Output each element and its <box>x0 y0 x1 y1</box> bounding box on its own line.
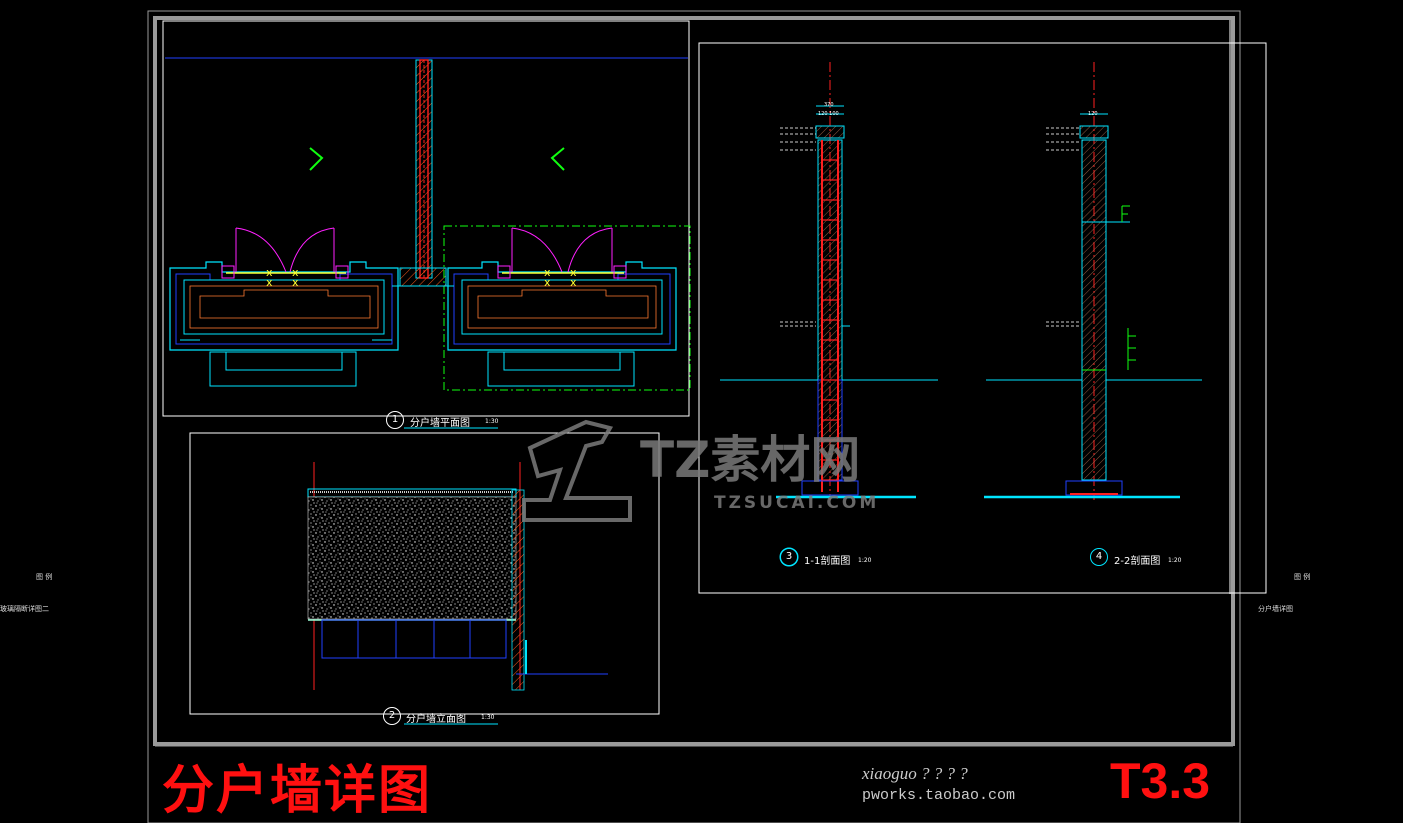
view-scale-2: 1:30 <box>481 714 495 721</box>
view-caption-2: 分户墙立面图 <box>406 714 466 725</box>
viewport-elevation <box>189 432 660 725</box>
svg-text:x: x <box>570 266 577 279</box>
watermark-url: TZSUCAI.COM <box>714 493 880 513</box>
sheet-frame <box>147 10 1241 823</box>
view-scale-1: 1:30 <box>485 418 499 425</box>
legend-label-left: 图 例 <box>36 573 53 581</box>
section-1-1 <box>720 62 938 567</box>
section-2-2 <box>984 62 1202 500</box>
view-caption-4: 2-2剖面图 <box>1114 556 1161 567</box>
designer-signature: xiaoguo ? ? ? ? <box>862 764 968 783</box>
view-caption-1: 分户墙平面图 <box>410 418 470 429</box>
svg-text:x: x <box>544 266 551 279</box>
view-bubble-4: 4 <box>1090 548 1108 566</box>
view-caption-3: 1-1剖面图 <box>804 556 851 567</box>
dim-sec1-top: 370 <box>824 102 834 108</box>
sheet-ref-left: 玻璃隔断详图二 <box>0 605 49 613</box>
sheet-title: 分户墙详图 <box>162 761 433 821</box>
watermark-logo <box>522 419 632 522</box>
view-bubble-1: 1 <box>386 411 404 429</box>
designer-url: pworks.taobao.com <box>862 787 1016 804</box>
view-bubble-3: 3 <box>780 548 798 566</box>
dim-sec1-sub: 120 100 <box>818 111 839 117</box>
watermark-text: TZ素材网 <box>640 431 861 489</box>
view-scale-4: 1:20 <box>1168 557 1182 564</box>
viewport-plan: x x x x x x x x <box>162 20 691 429</box>
svg-text:x: x <box>570 276 577 289</box>
sheet-number: T3.3 <box>1110 753 1211 809</box>
sheet-ref-right: 分户墙详图 <box>1258 605 1293 613</box>
view-scale-3: 1:20 <box>858 557 872 564</box>
dim-sec2-top: 120 <box>1088 111 1098 117</box>
svg-text:x: x <box>266 276 273 289</box>
legend-label-right: 图 例 <box>1294 573 1311 581</box>
svg-text:x: x <box>292 276 299 289</box>
svg-text:x: x <box>544 276 551 289</box>
svg-text:x: x <box>266 266 273 279</box>
plan-unit-right: x x x x <box>443 225 691 391</box>
svg-text:x: x <box>292 266 299 279</box>
viewport-sections <box>698 20 1267 594</box>
view-bubble-2: 2 <box>383 707 401 725</box>
plan-unit-left: x x x x <box>169 227 399 387</box>
